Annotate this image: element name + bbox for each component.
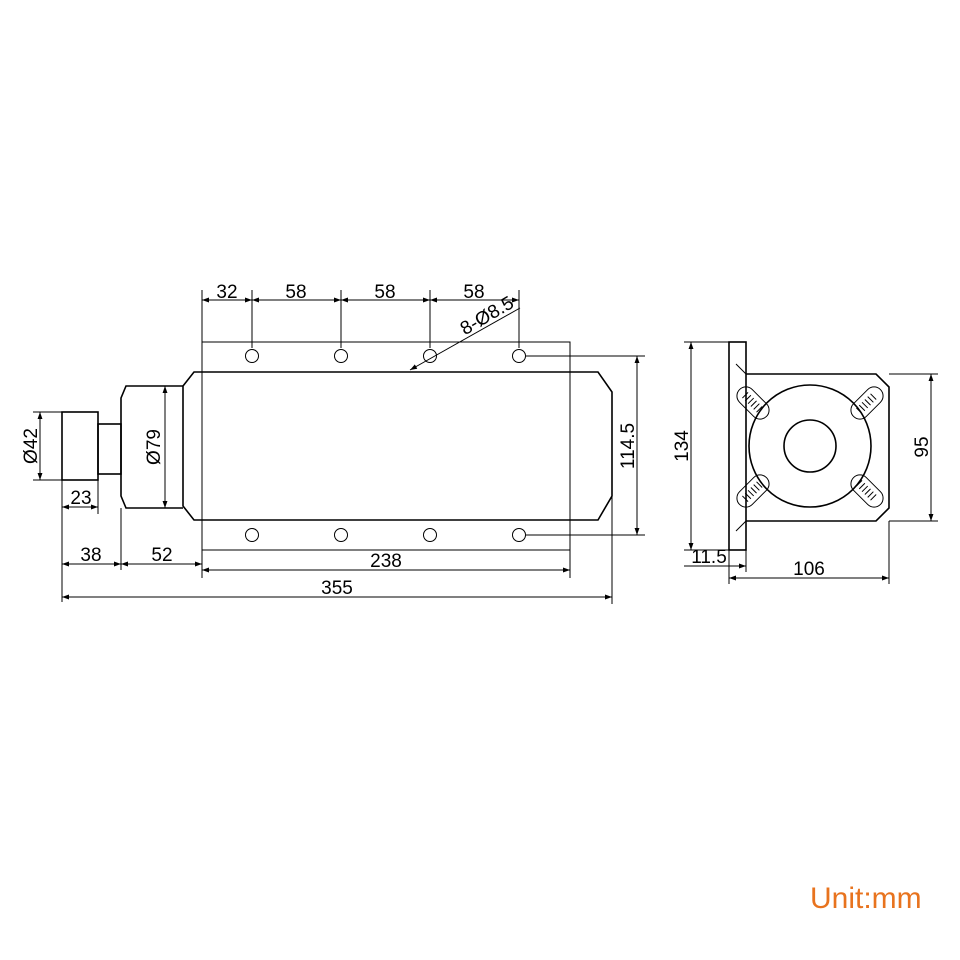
dim-diameter-42: Ø42 (21, 428, 42, 464)
nose-diameter-dimension: Ø42 (21, 411, 62, 481)
dim-pitch-58-c: 58 (463, 282, 484, 303)
mount-hole (423, 349, 437, 363)
end-housing-height-dimension: 95 (889, 373, 938, 522)
dim-pitch-58-b: 58 (374, 282, 395, 303)
dim-width-11-5: 11.5 (691, 547, 727, 568)
pitch-dimensions: 32 58 58 58 (201, 282, 520, 348)
shaft-nose (61, 411, 99, 481)
motor-body (182, 371, 613, 521)
cooling-slot (850, 386, 884, 420)
dim-length-238: 238 (370, 551, 402, 572)
mount-hole (512, 528, 526, 542)
dim-length-38: 38 (80, 545, 101, 566)
cooling-slot (850, 474, 884, 508)
dim-height-95: 95 (912, 436, 933, 457)
mount-hole (245, 528, 259, 542)
dim-length-52: 52 (151, 545, 172, 566)
shaft-neck (97, 423, 122, 475)
dim-length-23: 23 (70, 488, 91, 509)
front-length-dimensions: 38 52 (61, 508, 203, 602)
shaft-bore (783, 419, 837, 473)
mount-hole (245, 349, 259, 363)
dim-length-355: 355 (321, 578, 353, 599)
end-flange (728, 341, 747, 551)
end-height-dimension: 134 (672, 341, 729, 551)
mount-hole (334, 528, 348, 542)
cooling-slots (736, 386, 884, 508)
mount-hole (512, 349, 526, 363)
dim-height-134: 134 (672, 430, 693, 462)
end-housing (746, 373, 890, 522)
mounting-plate (201, 341, 571, 551)
height-dimension: 114.5 (526, 355, 645, 536)
overall-length-dimension: 355 (62, 496, 613, 604)
mount-hole (334, 349, 348, 363)
mount-hole (423, 528, 437, 542)
dim-pitch-32: 32 (216, 282, 237, 303)
nose-length-dimension: 23 (61, 474, 99, 514)
end-width-dimensions: 11.5 106 (684, 521, 890, 584)
dim-width-106: 106 (793, 559, 825, 580)
housing-bore (748, 384, 872, 508)
dim-height-114-5: 114.5 (618, 423, 639, 469)
hole-callout: 8-Ø8.5 (409, 293, 521, 371)
dim-pitch-58-a: 58 (285, 282, 306, 303)
end-view: 134 95 11.5 106 (672, 341, 938, 584)
cooling-slot (736, 474, 770, 508)
plate-length-dimension: 238 (202, 550, 571, 578)
side-view: 32 58 58 58 8-Ø8.5 114.5 Ø42 Ø79 (21, 282, 645, 604)
dim-diameter-79: Ø79 (144, 429, 165, 465)
collar-diameter-dimension: Ø79 (144, 386, 168, 508)
cooling-slot (736, 386, 770, 420)
mounting-holes (245, 349, 526, 542)
unit-label: Unit:mm (810, 882, 922, 915)
